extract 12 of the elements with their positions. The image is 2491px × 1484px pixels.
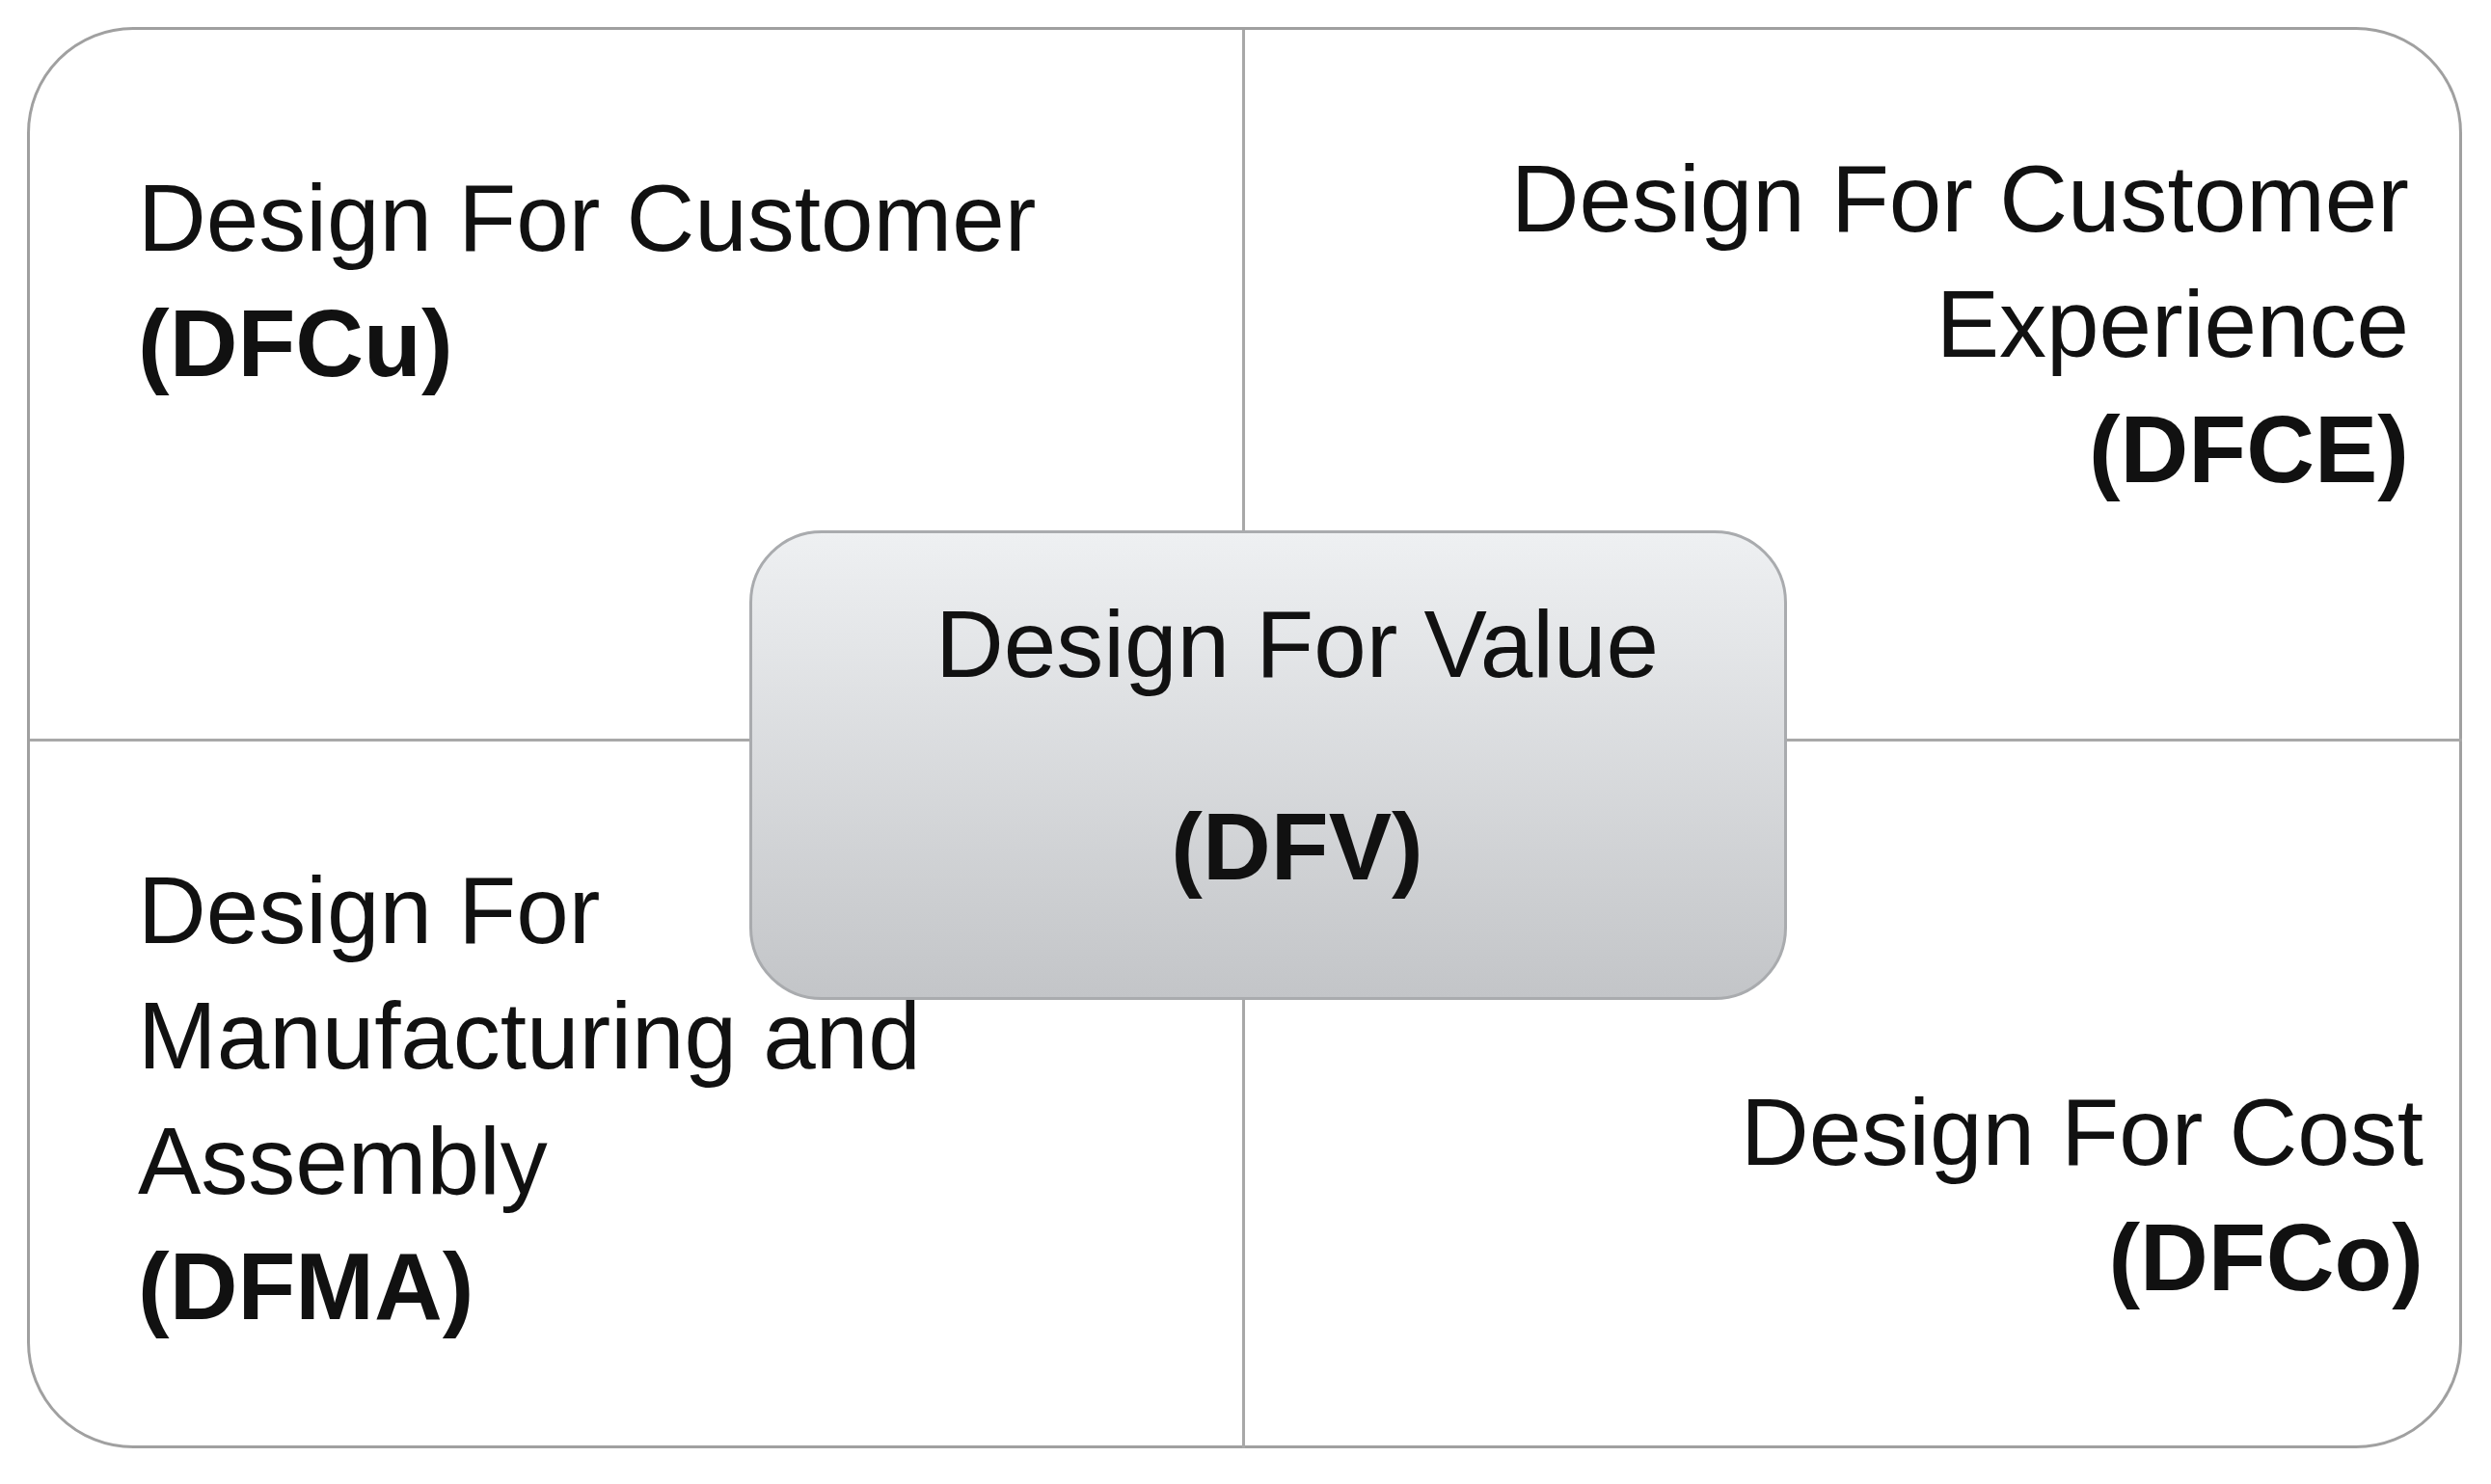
abbreviation: (DFCE) <box>2088 395 2409 504</box>
heading: Design For Customer Experience <box>1509 145 2409 379</box>
abbreviation: (DFV) <box>1171 793 1423 902</box>
heading: Design For Customer <box>138 164 1037 273</box>
abbreviation: (DFCu) <box>138 289 453 398</box>
abbreviation: (DFMA) <box>138 1232 474 1341</box>
heading: Design For Manufacturing and Assembly <box>138 856 922 1216</box>
abbreviation: (DFCo) <box>2108 1203 2423 1312</box>
heading: Design For Cost <box>1741 1078 2423 1187</box>
frame-panel <box>27 27 2462 1448</box>
heading: Design For Value <box>935 590 1659 699</box>
center-box <box>749 530 1787 1000</box>
